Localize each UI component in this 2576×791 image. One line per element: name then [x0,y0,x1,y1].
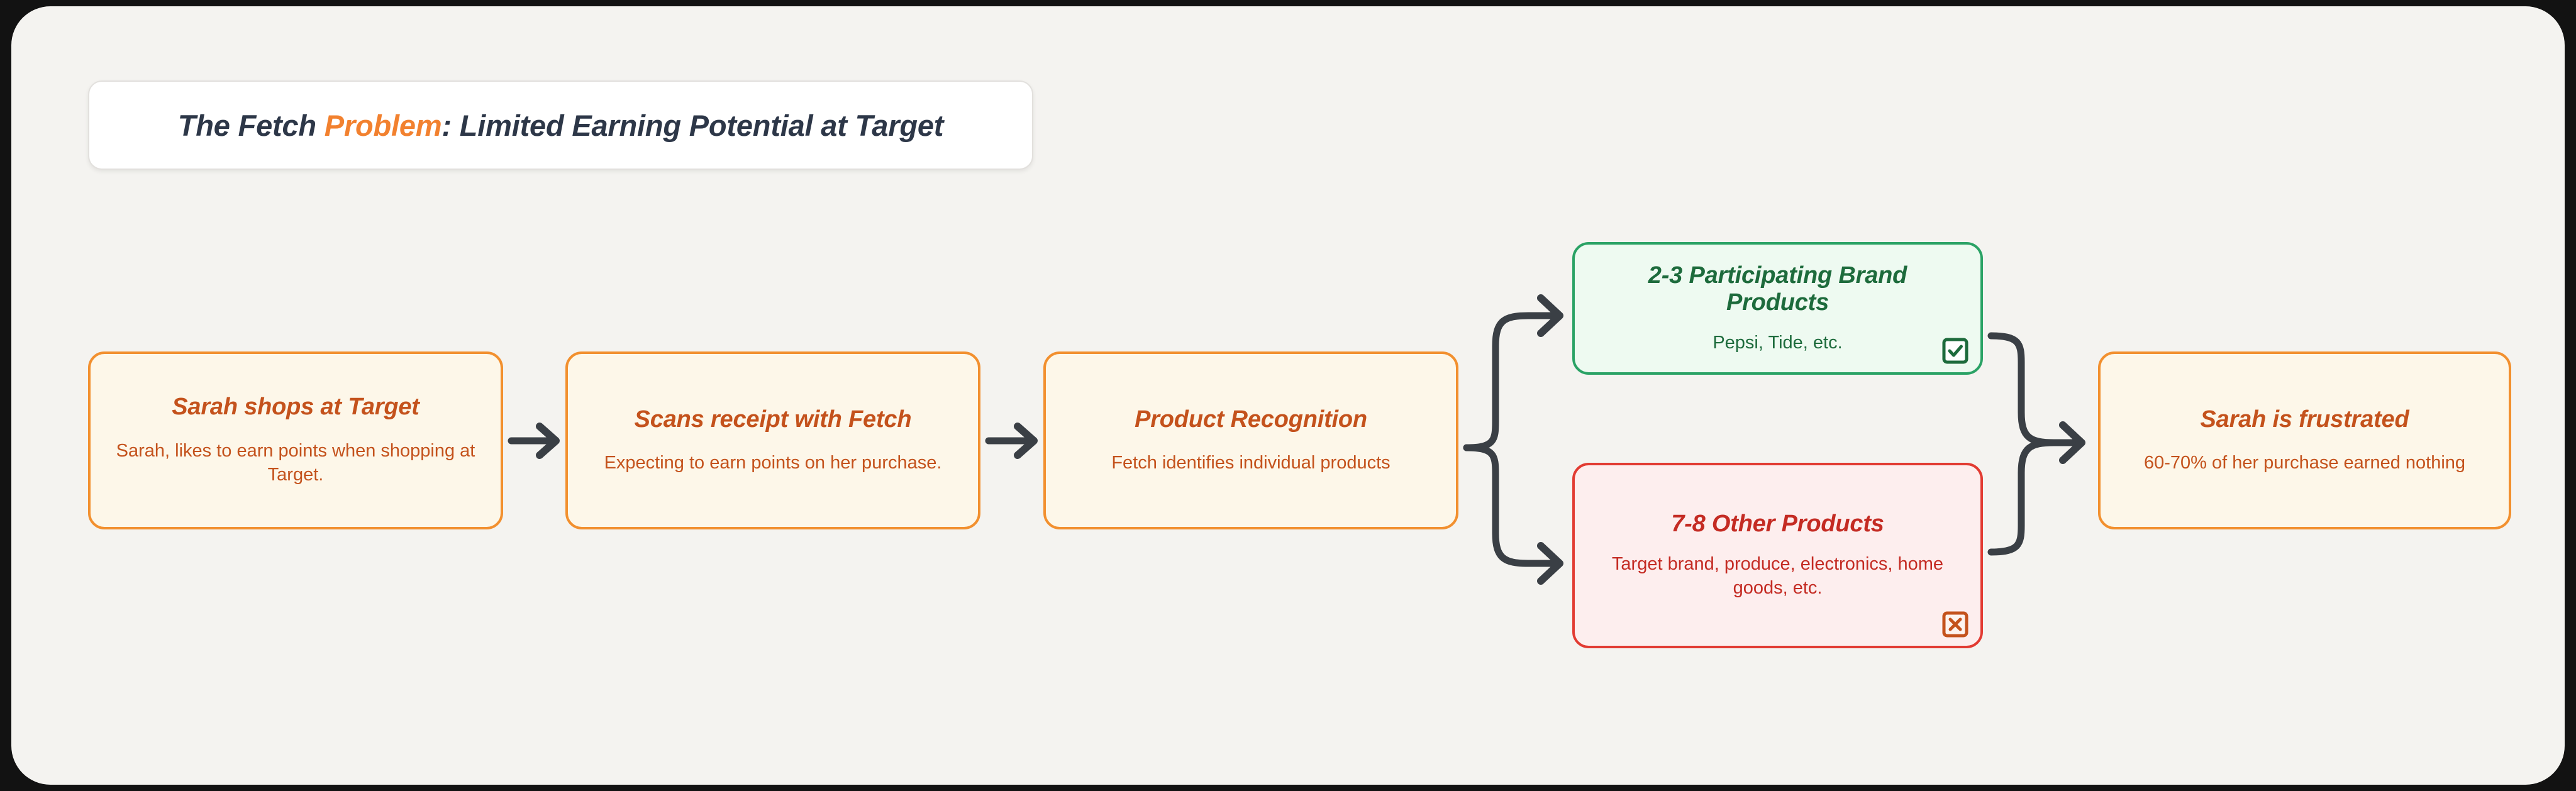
title-prefix: The Fetch [177,108,325,142]
connector-brand-to-frustrated [1987,332,2079,446]
node-subtitle: Sarah, likes to earn points when shoppin… [116,441,475,485]
node-title: Product Recognition [1135,406,1367,433]
connector-scans-to-recognition [985,423,1038,459]
flow-node-product-recognition[interactable]: Product Recognition Fetch identifies ind… [1043,351,1458,529]
connector-shops-to-scans [508,423,560,459]
flow-node-brand-products[interactable]: 2-3 Participating Brand Products Pepsi, … [1572,242,1983,375]
node-subtitle: Target brand, produce, electronics, home… [1611,554,1944,599]
node-title: Scans receipt with Fetch [634,406,912,433]
diagram-title-card: The Fetch Problem: Limited Earning Poten… [88,80,1033,170]
connector-recognition-to-brand [1463,294,1563,451]
flow-node-shops[interactable]: Sarah shops at Target Sarah, likes to ea… [88,351,503,529]
node-title: Sarah is frustrated [2200,406,2409,433]
node-title: 2-3 Participating Brand Products [1648,262,1907,316]
diagram-canvas: The Fetch Problem: Limited Earning Poten… [11,6,2565,785]
flow-node-scans[interactable]: Scans receipt with Fetch Expecting to ea… [565,351,980,529]
connector-recognition-to-other [1463,444,1563,585]
flow-node-other-products[interactable]: 7-8 Other Products Target brand, produce… [1572,463,1983,648]
node-title: Sarah shops at Target [172,394,419,421]
title-suffix: : Limited Earning Potential at Target [441,108,944,142]
node-subtitle: Expecting to earn points on her purchase… [604,453,942,473]
checkbox-x-icon [1942,611,1968,638]
page-title: The Fetch Problem: Limited Earning Poten… [177,108,944,143]
node-subtitle: Pepsi, Tide, etc. [1713,333,1843,353]
checkbox-checked-icon [1942,338,1968,364]
node-subtitle: 60-70% of her purchase earned nothing [2143,453,2466,473]
title-highlight: Problem [324,108,442,142]
flow-node-frustrated[interactable]: Sarah is frustrated 60-70% of her purcha… [2098,351,2511,529]
node-title: 7-8 Other Products [1671,511,1884,538]
node-subtitle: Fetch identifies individual products [1111,453,1391,473]
connector-other-to-frustrated [1987,421,2085,556]
